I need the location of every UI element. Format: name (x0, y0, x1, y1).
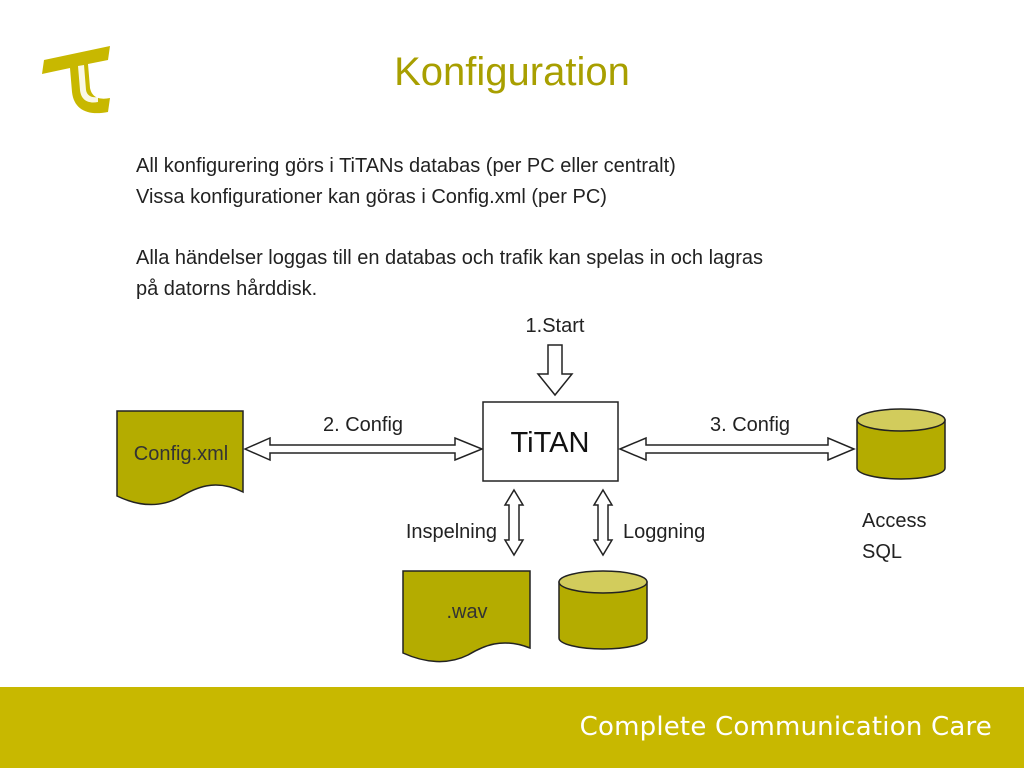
intro-paragraph: All konfigurering görs i TiTANs databas … (136, 151, 976, 213)
logging-label: Loggning (623, 521, 705, 543)
logging-line-2: på datorns hårddisk. (136, 278, 318, 300)
titan-box (482, 401, 619, 482)
logging-paragraph: Alla händelser loggas till en databas oc… (136, 243, 976, 305)
footer-bar: Complete Communication Care (0, 687, 1024, 768)
wav-label: .wav (446, 601, 487, 623)
config-right-arrow (618, 436, 856, 462)
config-right-label: 3. Config (710, 414, 790, 436)
wav-document (402, 570, 531, 663)
titan-logo (42, 46, 110, 114)
access-sql-database (856, 408, 946, 480)
config-xml-label: Config.xml (134, 443, 228, 465)
access-label: Access (862, 510, 926, 532)
start-arrow (536, 344, 574, 397)
logging-line-1: Alla händelser loggas till en databas oc… (136, 247, 764, 269)
config-left-label: 2. Config (323, 414, 403, 436)
sql-label: SQL (862, 541, 902, 563)
architecture-diagram: 1.Start TiTAN Config.xml 2. Config 3. Co… (116, 315, 946, 663)
recording-arrow (503, 488, 525, 557)
footer-tagline: Complete Communication Care (579, 712, 992, 742)
config-xml-document (116, 410, 244, 506)
recording-label: Inspelning (406, 521, 497, 543)
logging-arrow (592, 488, 614, 557)
config-left-arrow (243, 436, 484, 462)
start-label: 1.Start (526, 315, 585, 337)
page-title: Konfiguration (394, 50, 630, 94)
intro-line-2: Vissa konfigurationer kan göras i Config… (136, 186, 607, 208)
titan-label: TiTAN (511, 427, 590, 459)
intro-line-1: All konfigurering görs i TiTANs databas … (136, 155, 676, 177)
log-database (558, 570, 648, 650)
